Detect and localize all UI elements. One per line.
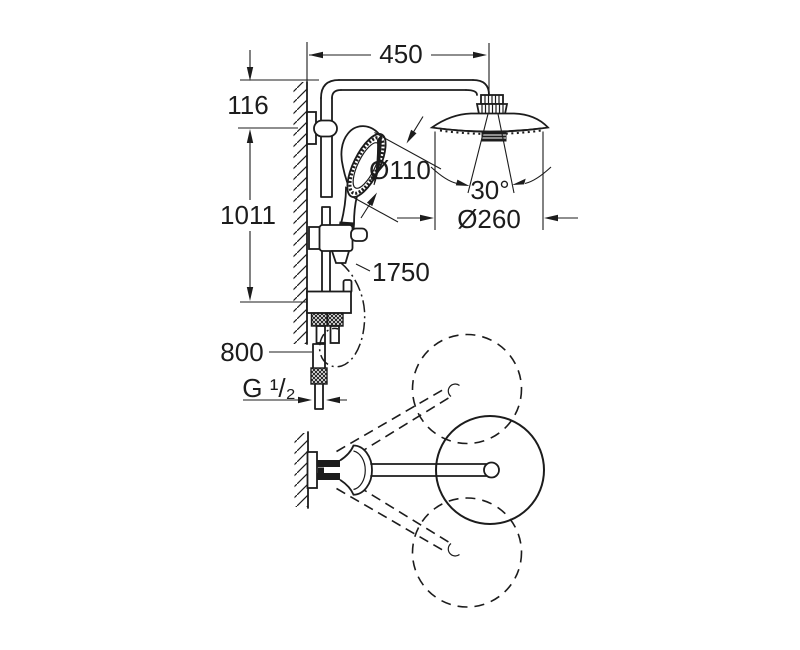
arm-end-curl-up: [447, 383, 460, 397]
arm-pivot-ball: [483, 461, 500, 479]
dim-label-hose-length: 1750: [372, 257, 430, 287]
arm-end-curl-down: [447, 543, 460, 557]
dim-1011: 1011: [220, 129, 306, 303]
dim-label-top-offset: 116: [227, 90, 268, 120]
top-view: [294, 333, 545, 608]
shower-hose: 1750: [318, 257, 430, 368]
dim-260: Ø260: [397, 131, 578, 234]
head-position-down: [411, 497, 523, 608]
outlet-pipe: 800 G ¹/₂: [220, 337, 347, 410]
head-shower-plan: [435, 415, 545, 525]
dim-label-thread: G ¹/₂: [242, 373, 295, 403]
rail-wall-bracket: [306, 111, 338, 145]
wall-hatch-top: [294, 433, 308, 507]
dim-label-head-diameter: Ø260: [457, 204, 521, 234]
head-shower: [429, 94, 550, 142]
union-nut-right: [326, 312, 344, 327]
diverter-valve: [306, 279, 353, 344]
shower-arm-pipe: [320, 79, 490, 99]
dim-label-hand-diameter: Ø110: [369, 155, 431, 185]
escutcheon-bell: [339, 444, 373, 496]
spray-angle-annotation: 30°: [430, 113, 552, 205]
wall-side: [293, 81, 308, 345]
union-nut-left: [310, 312, 328, 327]
dim-110: Ø110: [353, 116, 442, 223]
hose-cone: [330, 250, 351, 264]
wall-hatch: [293, 82, 307, 344]
rail-slider: [308, 224, 368, 264]
hand-shower-face-edge: [373, 133, 383, 186]
wall-flange-plan: [306, 451, 318, 489]
arm-plan: [306, 444, 500, 496]
dim-label-spray-angle: 30°: [470, 175, 509, 205]
head-position-up: [411, 333, 523, 445]
thread-section: [310, 367, 328, 385]
spray-cone-lines: [467, 113, 515, 194]
slider-handle: [350, 227, 368, 242]
dim-label-arm-width: 450: [379, 39, 422, 69]
wall-top: [294, 431, 309, 509]
arm-tube-plan: [370, 463, 492, 477]
dim-label-rail-height: 1011: [220, 200, 276, 230]
dim-116: 116: [227, 50, 319, 129]
dim-450: 450: [306, 39, 490, 96]
side-view: 30° 450 116 1011: [220, 39, 578, 410]
dim-label-outlet: 800: [220, 337, 263, 367]
